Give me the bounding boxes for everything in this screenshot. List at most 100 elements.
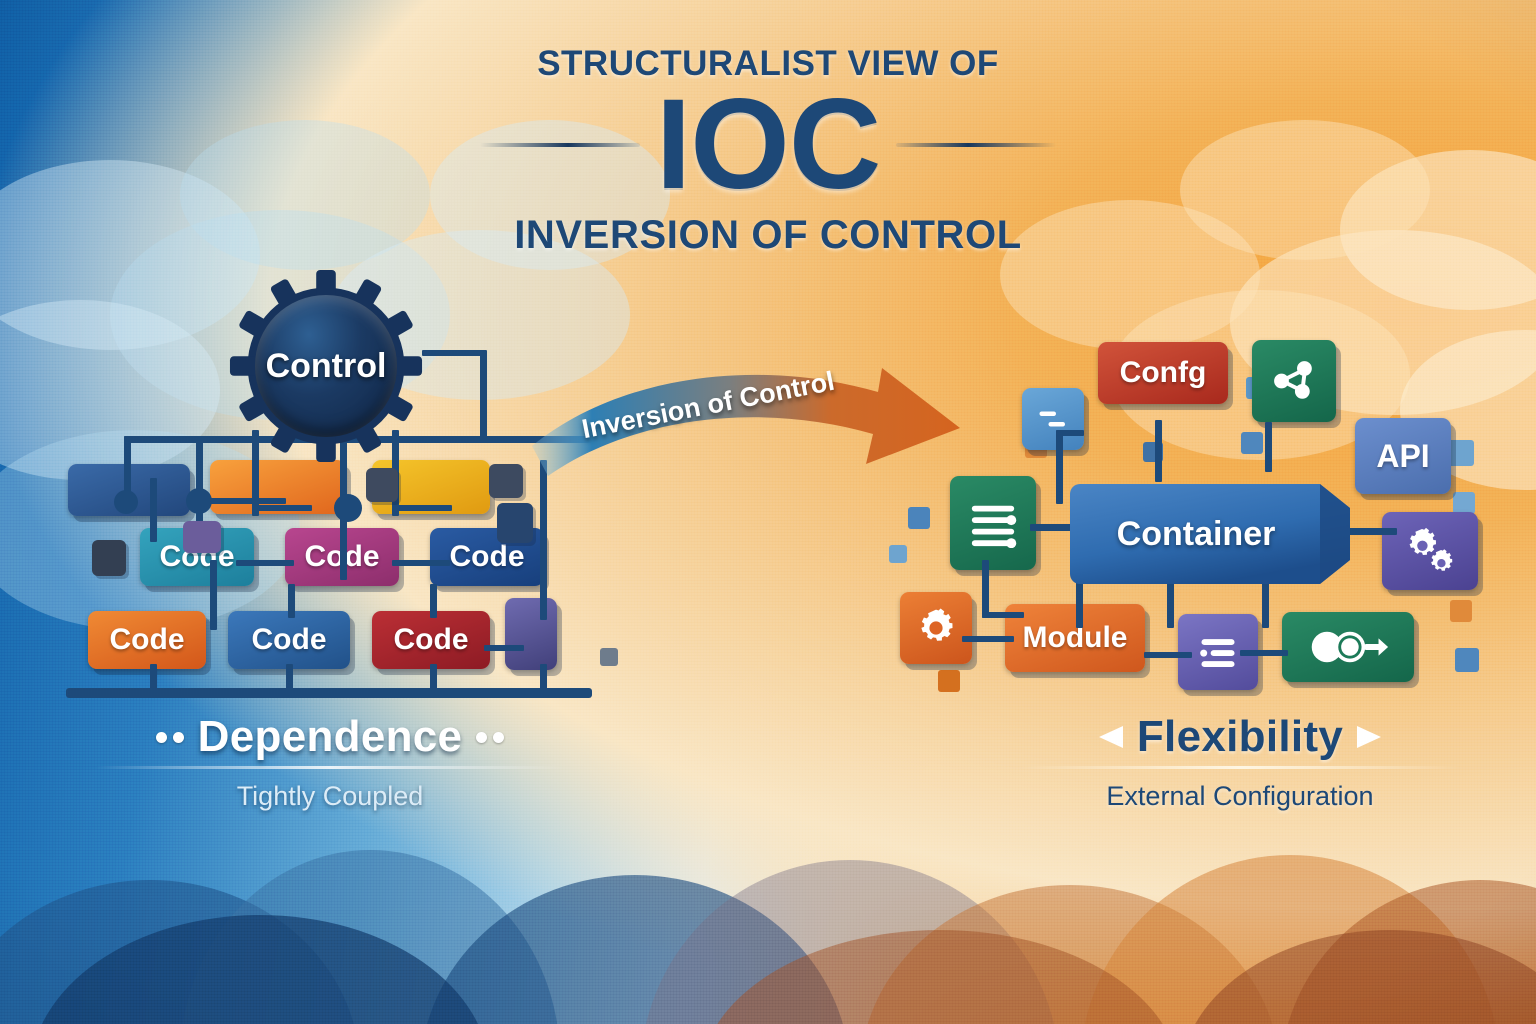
- decorative-square: [889, 545, 907, 563]
- curved-arrow-icon: [532, 368, 960, 476]
- wire: [236, 560, 294, 566]
- wire-junction: [186, 488, 212, 514]
- wire: [540, 664, 547, 694]
- cluster-circles-icon-box[interactable]: [1282, 612, 1414, 682]
- dependence-heading: Dependence: [197, 712, 463, 761]
- wire-junction: [114, 490, 138, 514]
- decorative-square: [600, 648, 618, 666]
- dash-lines-icon: [1039, 411, 1065, 427]
- gear-center-disc: Control: [255, 295, 397, 437]
- double-gear-icon-box[interactable]: [1382, 512, 1478, 590]
- wire: [196, 436, 203, 536]
- code-node[interactable]: Code: [228, 611, 350, 669]
- container-label: Container: [1116, 514, 1276, 553]
- title-main-row: IOC: [0, 73, 1536, 216]
- code-node[interactable]: Code: [88, 611, 206, 669]
- left-footer: Dependence Tightly Coupled: [70, 712, 590, 812]
- flexibility-heading: Flexibility: [1136, 712, 1344, 761]
- control-gear[interactable]: Control: [228, 268, 424, 464]
- wire: [392, 505, 452, 511]
- gear-icon: [921, 608, 953, 641]
- module-node[interactable]: Module: [1005, 604, 1145, 672]
- wire: [1262, 582, 1269, 628]
- confg-label: Confg: [1119, 356, 1207, 389]
- wire: [480, 436, 600, 443]
- code-node[interactable]: Code: [140, 528, 254, 586]
- decorative-square: [1455, 648, 1479, 672]
- decorative-square: [1450, 600, 1472, 622]
- tightly-coupled-subtitle: Tightly Coupled: [236, 781, 424, 811]
- wire: [252, 430, 259, 516]
- title-kicker: STRUCTURALIST VIEW OF: [537, 44, 999, 83]
- wire: [982, 612, 1024, 618]
- graph-node-icon: [1274, 361, 1312, 399]
- wire: [196, 498, 286, 504]
- chip: [183, 521, 221, 553]
- code-node-label: Code: [449, 540, 525, 573]
- wire: [1265, 422, 1272, 472]
- decorative-square: [1448, 440, 1474, 466]
- wire: [392, 560, 450, 566]
- wire: [124, 436, 131, 498]
- wire: [288, 584, 295, 618]
- chip: [497, 503, 533, 543]
- wire: [484, 645, 524, 651]
- graph-node-icon-box[interactable]: [1252, 340, 1336, 422]
- dash-lines-icon-box[interactable]: [1022, 388, 1084, 450]
- wire: [1076, 582, 1083, 628]
- dot-pair-left-icon: [155, 731, 184, 743]
- decorative-square: [1241, 432, 1263, 454]
- footer-divider: [95, 766, 565, 769]
- baseline-rail: [66, 688, 592, 698]
- inversion-arrow-banner: Inversion of Control: [530, 352, 1000, 492]
- wire: [1167, 582, 1174, 628]
- list-lines-icon-box[interactable]: [950, 476, 1036, 570]
- wire: [540, 460, 547, 620]
- code-node-label: Code: [109, 623, 185, 656]
- wire: [430, 584, 437, 618]
- wire: [1030, 524, 1082, 531]
- list-lines-icon: [971, 505, 1017, 548]
- title-subtitle: INVERSION OF CONTROL: [514, 212, 1022, 257]
- title-block: STRUCTURALIST VIEW OF IOC INVERSION OF C…: [0, 44, 1536, 258]
- wire: [1240, 650, 1288, 656]
- container-shape: [1070, 484, 1350, 584]
- list-bullets-icon: [1200, 639, 1235, 668]
- wire: [1056, 430, 1063, 504]
- arrow-left-icon: [1098, 726, 1123, 748]
- accent-node[interactable]: [505, 598, 557, 670]
- wire: [430, 664, 437, 694]
- chip: [489, 464, 523, 498]
- dependence-heading-row: Dependence: [70, 712, 590, 762]
- wire: [150, 664, 157, 694]
- chip: [92, 540, 126, 576]
- confg-node[interactable]: Confg: [1098, 342, 1228, 404]
- wire-junction: [334, 494, 362, 522]
- wire: [1155, 420, 1162, 482]
- chip: [366, 468, 398, 502]
- decorative-square: [938, 670, 960, 692]
- wire: [982, 560, 989, 618]
- double-gear-icon: [1409, 527, 1453, 571]
- gear-icon-box[interactable]: [900, 592, 972, 664]
- wire: [210, 560, 217, 630]
- dot-pair-right-icon: [476, 731, 505, 743]
- code-node[interactable]: Code: [372, 611, 490, 669]
- flexibility-heading-row: Flexibility: [1010, 712, 1470, 762]
- wire: [150, 478, 157, 542]
- wire: [252, 505, 312, 511]
- wire: [962, 636, 1014, 642]
- control-label: Control: [265, 346, 387, 385]
- right-footer: Flexibility External Configuration: [1010, 712, 1470, 812]
- title-rule-right: [896, 143, 1057, 148]
- container-node[interactable]: Container: [1070, 476, 1358, 592]
- title-main: IOC: [655, 73, 882, 216]
- module-label: Module: [1022, 621, 1128, 654]
- wire: [422, 350, 484, 356]
- arrow-right-icon: [1357, 726, 1382, 748]
- wire: [1337, 528, 1397, 535]
- decorative-square: [908, 507, 930, 529]
- api-node[interactable]: API: [1355, 418, 1451, 494]
- wire: [1056, 430, 1084, 436]
